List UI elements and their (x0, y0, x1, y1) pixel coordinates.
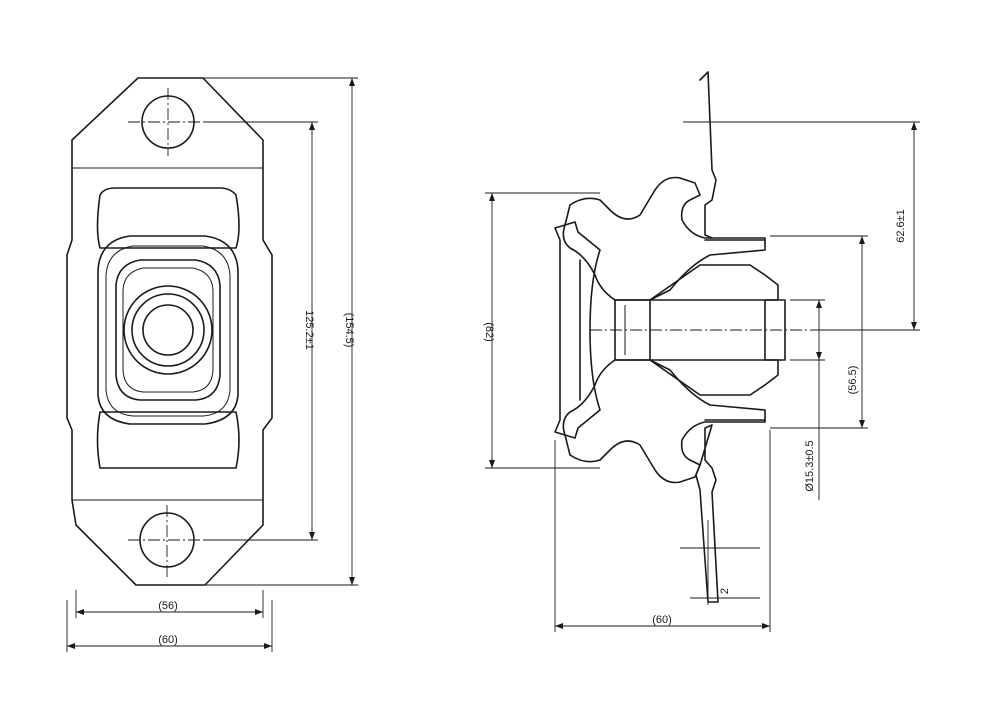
lower-rubber-lobe (562, 359, 766, 484)
dim-width-inner: (56) (158, 600, 178, 612)
bracket-plate (699, 71, 717, 239)
dim-hole-spacing: 125.2±1 (303, 310, 315, 350)
dim-width-outer: (60) (158, 634, 178, 646)
side-section-view: (82) 62.6±1 (56.5) Ø15.3±0.5 (60) 2 (483, 71, 920, 632)
upper-rubber-lobe (562, 176, 766, 301)
dim-bore: Ø15.3±0.5 (804, 440, 816, 491)
dim-offset: 62.6±1 (895, 209, 907, 243)
front-view: (56) (60) 125.2±1 (154.5) (66, 77, 358, 652)
dim-total-length: (154.5) (343, 313, 355, 348)
rubber-cushion (97, 235, 239, 425)
center-bushing (123, 285, 213, 375)
dim-depth: (60) (652, 614, 672, 626)
dim-height: (82) (483, 322, 495, 342)
dim-inner-dia: (56.5) (847, 366, 859, 395)
dim-plate: 2 (719, 588, 731, 594)
